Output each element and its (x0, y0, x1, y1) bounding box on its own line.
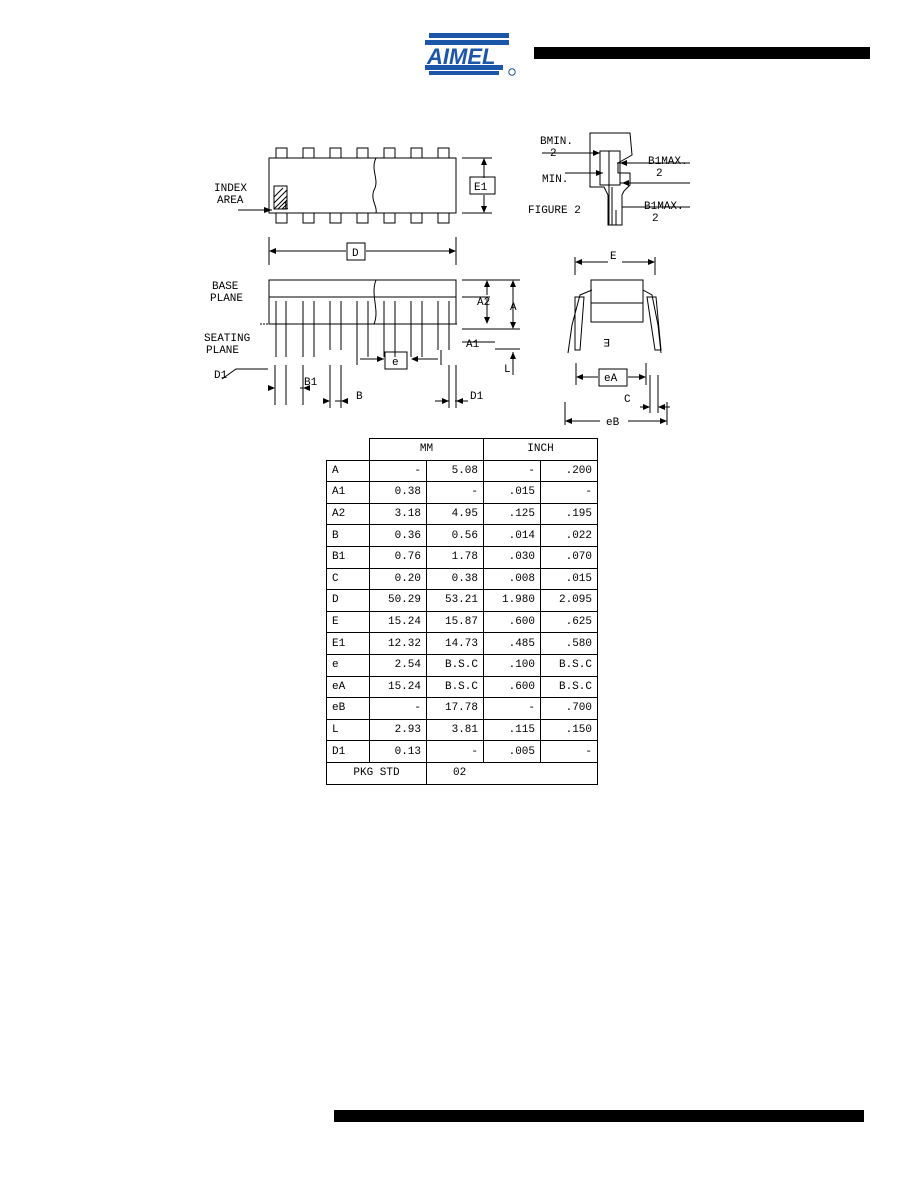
label-b1max-2-2: 2 (652, 213, 659, 225)
label-a2: A2 (477, 297, 490, 309)
label-min: MIN. (542, 174, 568, 186)
label-b1max-1: B1MAX. (648, 156, 688, 168)
pkg-std-label: PKG STD (326, 761, 427, 785)
label-eb: eB (606, 417, 620, 429)
header-mm: MM (369, 438, 484, 461)
atmel-logo-icon: AIMEL (425, 33, 516, 76)
label-seating-plane: PLANE (206, 345, 239, 357)
label-b1max-2: B1MAX. (644, 201, 684, 213)
table-row: eB-17.78-.700 (326, 697, 598, 720)
label-end-e: E (610, 251, 617, 263)
label-d1-left: D1 (214, 370, 228, 382)
label-b1max-1-2: 2 (656, 168, 663, 180)
pkg-std-value: 02 (426, 761, 598, 785)
label-seating: SEATING (204, 333, 250, 345)
label-d: D (352, 248, 359, 260)
label-b1: B1 (304, 377, 318, 389)
label-index: INDEX (214, 183, 247, 195)
table-header-row: MM INCH (327, 438, 598, 461)
label-e: e (392, 357, 399, 369)
label-base-plane: PLANE (210, 293, 243, 305)
label-a: A (510, 302, 517, 314)
label-end-e-rotated: E (603, 335, 610, 347)
label-ea: eA (604, 373, 618, 385)
table-row: A-5.08-.200 (326, 459, 598, 483)
label-bmin: BMIN. (540, 136, 573, 148)
pkg-std-row: PKG STD 02 (326, 761, 598, 785)
label-c: C (624, 394, 631, 406)
footer-bar (334, 1110, 864, 1122)
label-d1-right: D1 (470, 391, 484, 403)
label-a1: A1 (466, 339, 480, 351)
label-base: BASE (212, 281, 239, 293)
label-bmin-2: 2 (550, 148, 557, 160)
label-figure2: FIGURE 2 (528, 205, 581, 217)
header-inch: INCH (483, 438, 598, 461)
label-b: B (356, 391, 363, 403)
logo-text: AIMEL (426, 44, 495, 69)
label-area: AREA (217, 195, 244, 207)
package-drawing: INDEX AREA 1 E1 D BASE PLANE SEATING PLA… (204, 132, 690, 429)
label-pin-one: 1 (282, 201, 289, 213)
label-l: L (504, 364, 511, 376)
label-e1: E1 (474, 182, 488, 194)
header-bar (534, 47, 870, 59)
